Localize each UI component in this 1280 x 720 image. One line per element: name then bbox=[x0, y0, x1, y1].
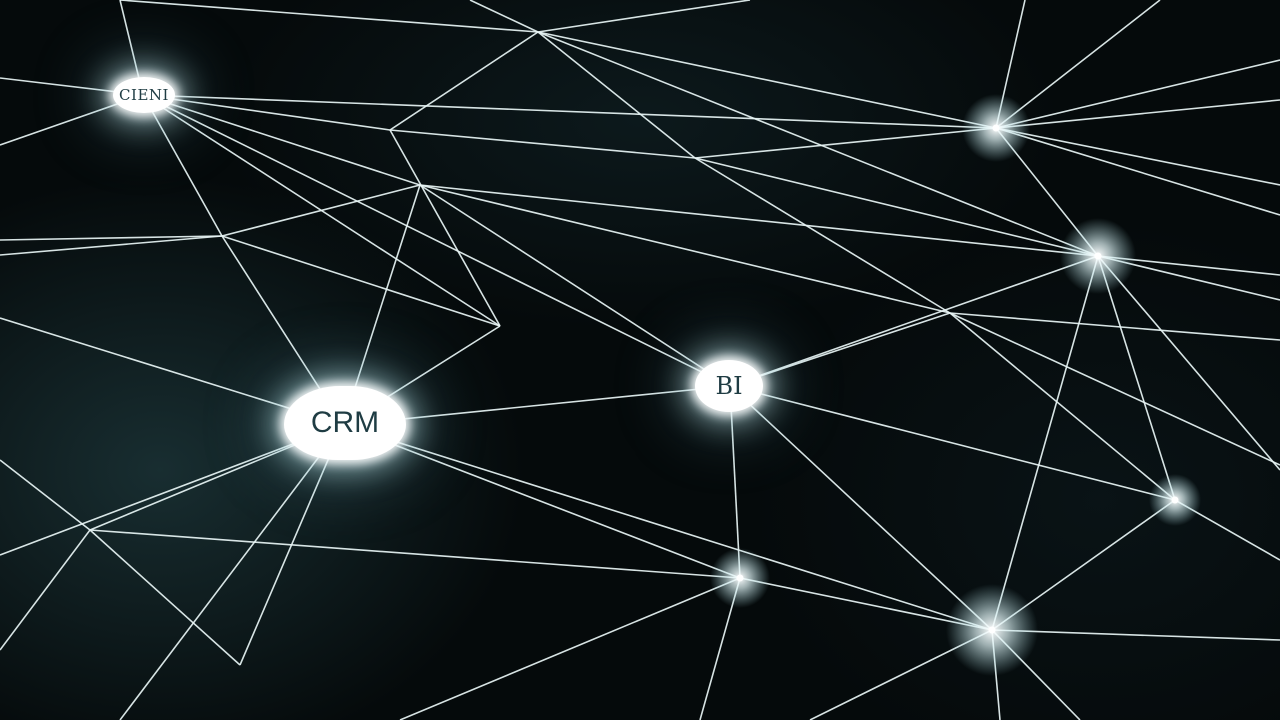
network-edge bbox=[469, 0, 539, 33]
network-edge bbox=[221, 184, 421, 237]
network-edge bbox=[419, 184, 951, 314]
network-edge bbox=[389, 129, 501, 327]
junction-core bbox=[1171, 496, 1179, 504]
network-edge bbox=[0, 459, 91, 531]
network-edge bbox=[694, 127, 997, 159]
junction-core bbox=[992, 124, 1000, 132]
network-edge bbox=[221, 235, 501, 327]
network-edge bbox=[537, 0, 751, 33]
network-edge bbox=[729, 385, 741, 579]
network-edge bbox=[342, 184, 421, 426]
network-edge bbox=[537, 31, 997, 129]
network-edge bbox=[729, 312, 951, 387]
network-edge bbox=[537, 31, 696, 159]
junction-core bbox=[1094, 252, 1102, 260]
network-edge bbox=[995, 99, 1280, 129]
network-edge bbox=[1097, 255, 1280, 471]
network-edge bbox=[991, 629, 1280, 641]
node-crm: CRM bbox=[284, 386, 406, 460]
network-edge bbox=[537, 31, 1099, 257]
network-edge bbox=[0, 235, 223, 256]
network-edge bbox=[0, 529, 91, 651]
network-edge bbox=[991, 255, 1099, 631]
network-edge bbox=[142, 94, 731, 387]
network-edge bbox=[142, 94, 997, 129]
network-edge bbox=[89, 529, 241, 666]
network-edge bbox=[342, 385, 731, 426]
network-edge bbox=[694, 157, 951, 314]
network-edge bbox=[949, 312, 1280, 466]
network-edge bbox=[694, 157, 1099, 257]
network-edge bbox=[0, 317, 344, 426]
network-edge bbox=[995, 127, 1280, 216]
junction-core bbox=[988, 626, 996, 634]
network-edge bbox=[389, 31, 539, 131]
network-edge bbox=[142, 94, 421, 186]
network-edge bbox=[119, 0, 539, 33]
network-edge bbox=[729, 255, 1099, 387]
network-edge bbox=[995, 0, 1161, 129]
node-bi: BI bbox=[695, 360, 763, 412]
network-edge bbox=[0, 235, 223, 241]
network-edge bbox=[729, 385, 993, 631]
junction-core bbox=[736, 574, 744, 582]
network-edge bbox=[995, 59, 1280, 129]
network-edge bbox=[1097, 255, 1176, 501]
network-edge bbox=[389, 129, 696, 159]
network-edge bbox=[142, 94, 391, 131]
network-edge bbox=[729, 385, 1176, 501]
network-edge bbox=[89, 529, 741, 579]
network-edge bbox=[419, 184, 1099, 257]
network-edge bbox=[995, 127, 1280, 186]
network-edge bbox=[142, 94, 223, 237]
network-edge bbox=[949, 312, 1280, 341]
node-cient: CIENI bbox=[113, 77, 175, 113]
network-edge bbox=[949, 312, 1176, 501]
network-edge bbox=[119, 424, 344, 720]
network-edge bbox=[342, 424, 993, 631]
network-edge bbox=[399, 577, 741, 720]
network-edge bbox=[419, 184, 731, 387]
network-edge bbox=[342, 424, 741, 579]
network-edge bbox=[0, 424, 344, 556]
